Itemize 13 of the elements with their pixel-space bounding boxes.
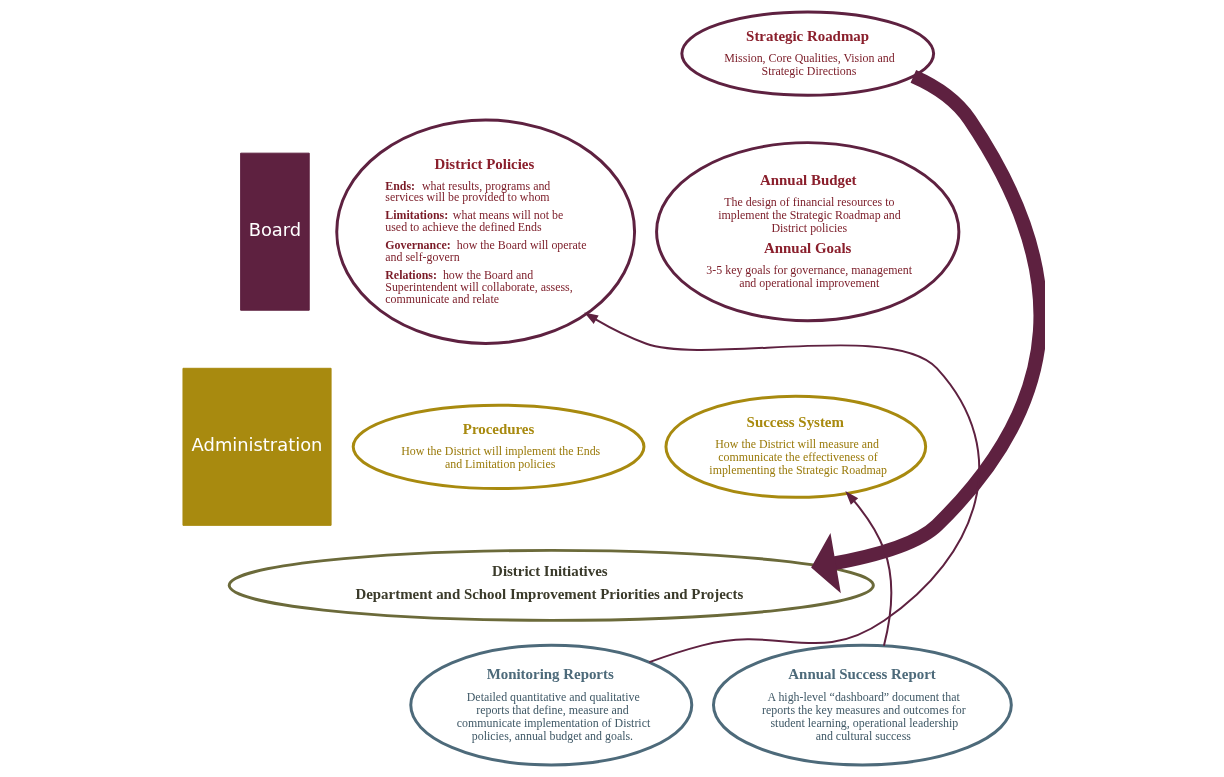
arrow [845,491,893,647]
node-ellipse: District Policies Ends: what results, programs and services will be provided to whom Limitations: what means will not be used to achieve the defined Ends Governance: how the Board will operate and self-govern Relations: how the Board and Superintendent will collaborate, assess, communicate and relate [335,118,637,345]
node-ellipse: Strategic Roadmap Mission, Core Qualities, Vision and Strategic Directions [680,10,936,97]
node-ellipse: Monitoring Reports Detailed quantitative and qualitative reports that define, measure and communicate implementation of District policies, annual budget and goals. [409,643,694,767]
arrow [811,70,1045,594]
node-ellipse: Success System How the District will measure and communicate the effectiveness of implementing the Strategic Roadmap [664,394,928,499]
node-box: Board [240,152,310,311]
node-box: Administration [182,367,332,526]
node-ellipse: Annual Success Report A high-level “dashboard” document that reports the key measures and outcomes for student learning, operational leadership and cultural success [712,643,1013,767]
arrow [584,312,980,664]
node-ellipse: District Initiatives Department and School Improvement Priorities and Projects [227,548,875,622]
node-ellipse: Procedures How the District will implement the Ends and Limitation policies [351,403,646,490]
node-ellipse: Annual Budget The design of financial resources to implement the Strategic Roadmap and District policies Annual Goals 3-5 key goals for governance, management and operational improvement [655,141,961,323]
